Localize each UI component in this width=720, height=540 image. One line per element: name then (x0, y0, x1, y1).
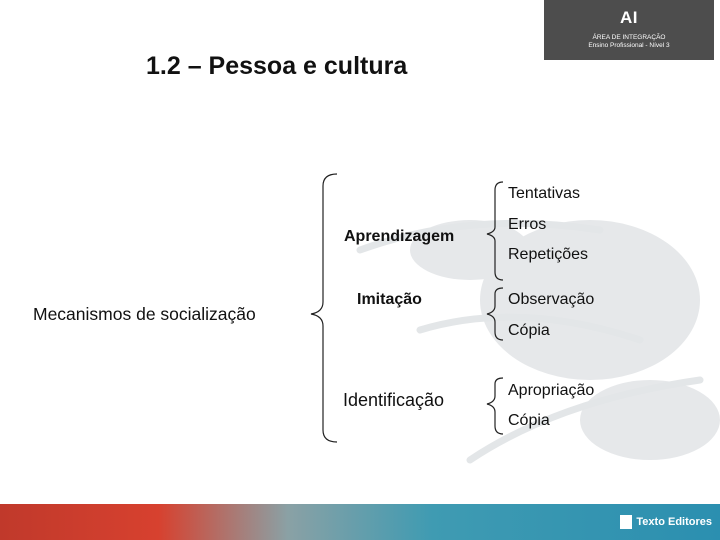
leaf-copia-imitacao: Cópia (508, 322, 550, 339)
badge-level-label: Ensino Profissional - Nível 3 (588, 42, 670, 49)
aprendizagem-brace (486, 181, 504, 281)
leaf-repeticoes: Repetições (508, 246, 589, 263)
imitacao-brace (486, 287, 504, 341)
branch-aprendizagem: Aprendizagem (344, 228, 455, 245)
publisher-name: Texto Editores (636, 516, 712, 528)
publisher-logo: Texto Editores (620, 512, 712, 532)
root-brace (310, 173, 338, 443)
badge-area-label: ÁREA DE INTEGRAÇÃO (592, 34, 666, 41)
identificacao-brace (486, 377, 504, 435)
page-title: 1.2 – Pessoa e cultura (146, 52, 408, 80)
leaf-erros: Erros (508, 216, 547, 233)
leaf-copia-identificacao: Cópia (508, 412, 550, 429)
footer-color-bar (0, 504, 720, 540)
leaf-tentativas: Tentativas (508, 185, 581, 202)
badge-logo: AI (620, 8, 638, 27)
branch-identificacao: Identificação (343, 390, 445, 410)
publisher-logo-icon (620, 515, 633, 529)
root-node: Mecanismos de socialização (33, 304, 256, 324)
branch-imitacao: Imitação (357, 291, 422, 308)
course-badge: AI ÁREA DE INTEGRAÇÃO Ensino Profissiona… (544, 0, 714, 60)
leaf-apropriacao: Apropriação (508, 382, 595, 399)
leaf-observacao: Observação (508, 291, 595, 308)
